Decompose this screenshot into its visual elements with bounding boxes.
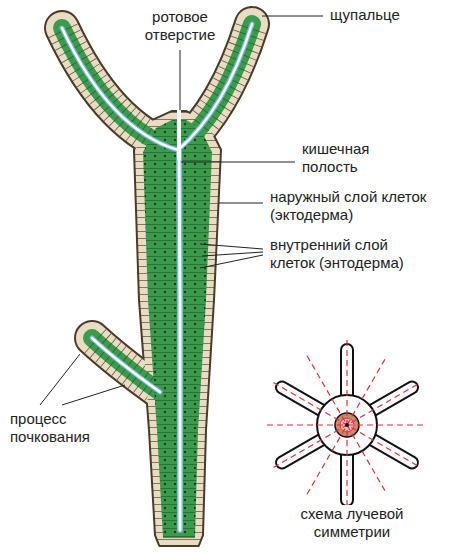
cavity-lining [179, 150, 180, 530]
bud-endoderm [92, 338, 160, 392]
symmetry-axis [307, 356, 387, 495]
scheme-center [345, 423, 349, 427]
part-label: щупальце [328, 6, 428, 24]
symmetry-scheme [267, 340, 427, 510]
part-label: кишечная полость [300, 140, 400, 176]
bud-endo-cells [92, 338, 160, 392]
leader-line [180, 50, 181, 110]
part-label: внутренний слой клеток (энтодерма) [268, 236, 408, 272]
cavity [62, 28, 178, 150]
cavity [92, 338, 160, 392]
leader-line [200, 255, 263, 268]
leader-line [181, 162, 295, 163]
cavity-lining [62, 28, 178, 150]
leader-line [62, 385, 125, 405]
leader-line [262, 16, 323, 17]
gastric-cavity [62, 24, 252, 530]
part-label: наружный слой клеток (эктодерма) [268, 188, 446, 224]
leader-line [40, 354, 80, 405]
part-label: ротовое отверстие [134, 8, 226, 44]
symmetry-axes [267, 340, 427, 510]
leader-line [219, 203, 263, 204]
symmetry-axis [307, 356, 387, 495]
leader-line [200, 244, 263, 249]
mouth-opening [177, 108, 181, 160]
cavity [179, 150, 180, 530]
body-ectoderm [135, 112, 220, 545]
body-endoderm [143, 120, 212, 538]
cavity-lining [92, 338, 160, 392]
part-label: схема лучевой симметрии [282, 505, 422, 541]
part-label: процесс почкования [8, 410, 108, 446]
leader-line [202, 252, 263, 256]
body-outline [135, 112, 220, 545]
